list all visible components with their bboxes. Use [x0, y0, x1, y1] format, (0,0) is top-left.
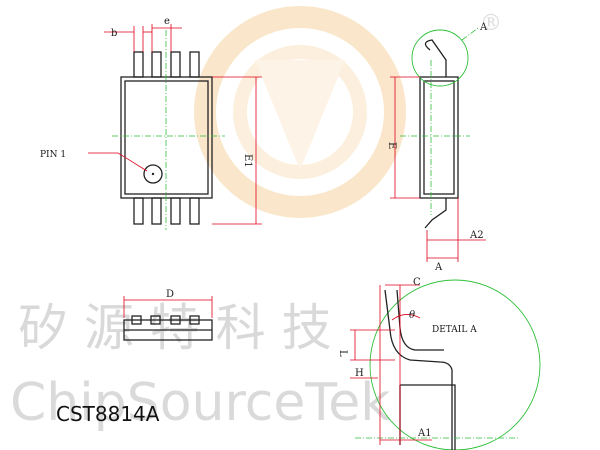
detail-a-title: DETAIL A [432, 325, 477, 335]
top-view [88, 24, 262, 230]
dim-a-label: A [434, 262, 443, 273]
dim-e1-label: E1 [242, 154, 253, 168]
dim-c-label: C [413, 277, 421, 288]
registered-mark: ® [480, 11, 502, 36]
detail-a-callout-label: A [479, 22, 488, 33]
watermark-en-text: ChipSourceTek [10, 373, 390, 433]
watermark-cn-text: 矽 源 特 科 技 [18, 299, 332, 357]
dim-a2-label: A2 [469, 230, 484, 241]
pin1-label: PIN 1 [40, 150, 66, 160]
watermark-logo-icon [194, 6, 406, 218]
dim-h-label: H [355, 368, 364, 379]
dim-l-label: L [337, 350, 348, 357]
dim-b-label: b [111, 28, 117, 39]
side-view [390, 27, 486, 262]
dim-d-label: D [166, 289, 174, 300]
dim-a1-label: A1 [417, 428, 432, 439]
end-view [123, 296, 213, 341]
detail-a-view [350, 279, 541, 450]
part-number: CST8814A [56, 402, 160, 426]
dim-E-label: E [386, 142, 397, 149]
dim-e-label: e [164, 16, 170, 27]
dim-theta-label: θ [409, 310, 415, 321]
